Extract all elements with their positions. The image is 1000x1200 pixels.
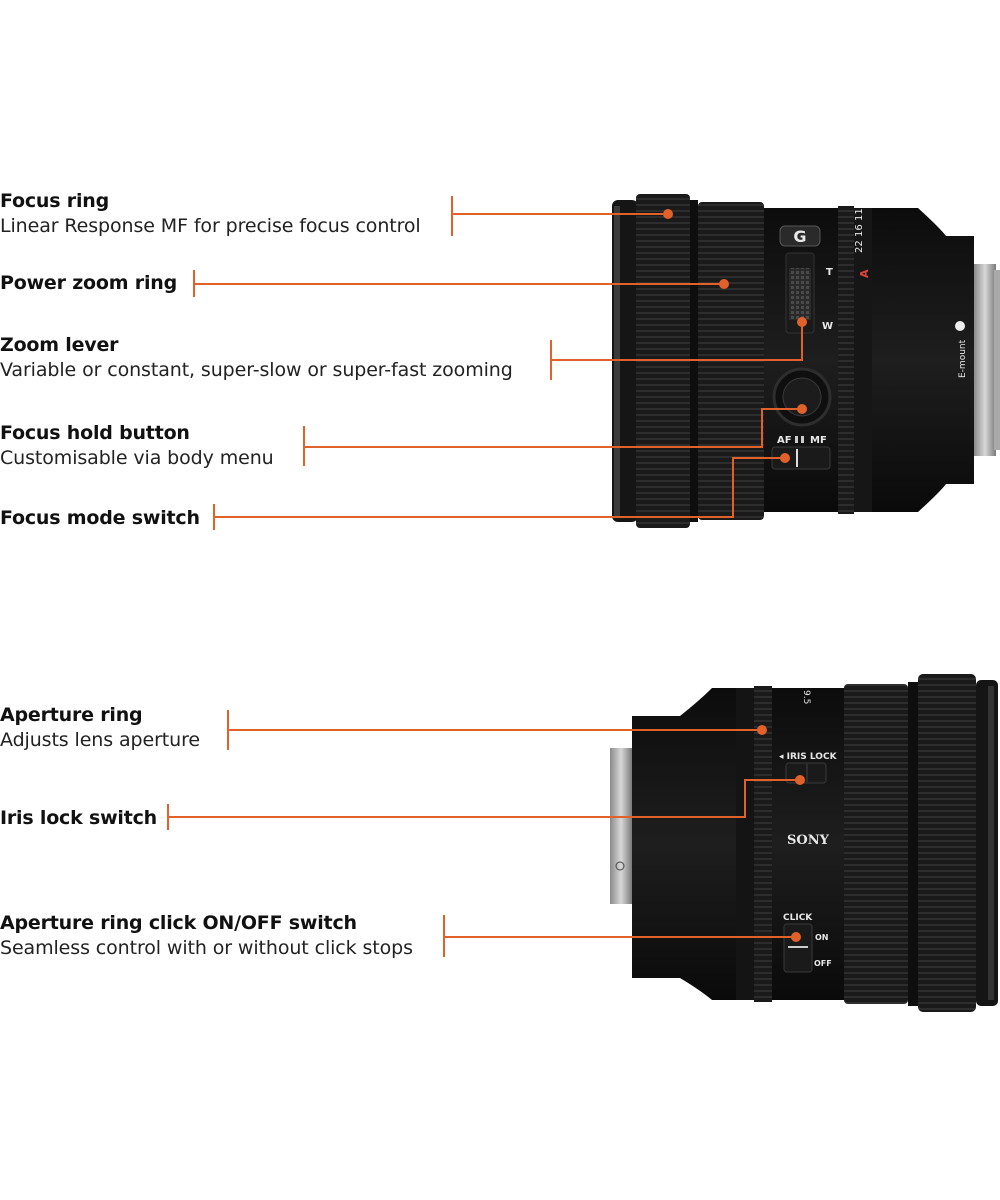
callout-title: Power zoom ring — [0, 272, 177, 294]
svg-text:CLICK: CLICK — [783, 913, 813, 923]
callout-desc: Variable or constant, super-slow or supe… — [0, 359, 513, 381]
svg-text:MF: MF — [810, 435, 827, 446]
lens-mount — [974, 264, 996, 456]
callout-desc: Linear Response MF for precise focus con… — [0, 215, 421, 237]
callout-dots-top — [663, 209, 807, 463]
callout-desc: Customisable via body menu — [0, 447, 274, 469]
callout-dot-focus-hold — [797, 404, 807, 414]
svg-text:G: G — [793, 227, 806, 246]
callout-title: Zoom lever — [0, 334, 119, 356]
g-badge-icon — [779, 225, 821, 247]
callout-focus-ring: Focus ring Linear Response MF for precis… — [0, 189, 421, 239]
callout-title: Aperture ring — [0, 704, 143, 726]
lens-top-view: G T W AF MF 22 16 11 A E-mount — [612, 194, 1000, 528]
callout-title: Aperture ring click ON/OFF switch — [0, 912, 357, 934]
svg-text:E-mount: E-mount — [958, 339, 968, 378]
callout-power-zoom-ring: Power zoom ring — [0, 271, 177, 295]
svg-text:16: 16 — [854, 224, 865, 237]
zoom-lever-grip — [789, 268, 811, 320]
aperture-ring-shape — [754, 686, 772, 1002]
callout-title: Iris lock switch — [0, 807, 158, 829]
callout-dot-click-switch — [791, 932, 801, 942]
lens-mount-bottom — [610, 748, 632, 904]
svg-text:ON: ON — [815, 933, 829, 942]
callout-zoom-lever: Zoom lever Variable or constant, super-s… — [0, 333, 513, 383]
callout-dots-bottom — [757, 725, 805, 942]
callout-title: Focus mode switch — [0, 507, 200, 529]
callout-desc: Adjusts lens aperture — [0, 729, 200, 751]
svg-text:9.5: 9.5 — [801, 690, 811, 704]
svg-text:◂ IRIS LOCK: ◂ IRIS LOCK — [779, 752, 838, 762]
callout-title: Focus ring — [0, 190, 109, 212]
callout-dot-zoom-lever — [797, 317, 807, 327]
callout-desc: Seamless control with or without click s… — [0, 937, 413, 959]
callout-dot-zoom-ring — [719, 279, 729, 289]
callout-iris-lock-switch: Iris lock switch — [0, 806, 157, 830]
svg-text:A: A — [858, 269, 871, 278]
callout-dot-focus-mode — [780, 453, 790, 463]
callout-aperture-ring: Aperture ring Adjusts lens aperture — [0, 703, 200, 753]
svg-text:T: T — [826, 267, 833, 278]
callout-connectors-top — [193, 196, 803, 530]
callout-dot-focus-ring — [663, 209, 673, 219]
callout-focus-hold-button: Focus hold button Customisable via body … — [0, 421, 274, 471]
callout-click-switch: Aperture ring click ON/OFF switch Seamle… — [0, 911, 413, 961]
callout-title: Focus hold button — [0, 422, 190, 444]
svg-text:SONY: SONY — [787, 833, 830, 848]
svg-text:11: 11 — [854, 208, 865, 221]
svg-text:OFF: OFF — [814, 959, 832, 968]
callout-connectors-bottom — [167, 710, 800, 957]
callout-dot-aperture-ring — [757, 725, 767, 735]
lens-bottom-view: 9.5 ◂ IRIS LOCK SONY CLICK ON OFF — [610, 674, 998, 1012]
callout-focus-mode-switch: Focus mode switch — [0, 506, 200, 530]
callout-dot-iris-lock — [795, 775, 805, 785]
svg-text:AF: AF — [777, 435, 792, 446]
mount-index-dot-icon — [955, 321, 965, 331]
svg-text:22: 22 — [854, 240, 865, 253]
svg-text:W: W — [822, 321, 833, 332]
